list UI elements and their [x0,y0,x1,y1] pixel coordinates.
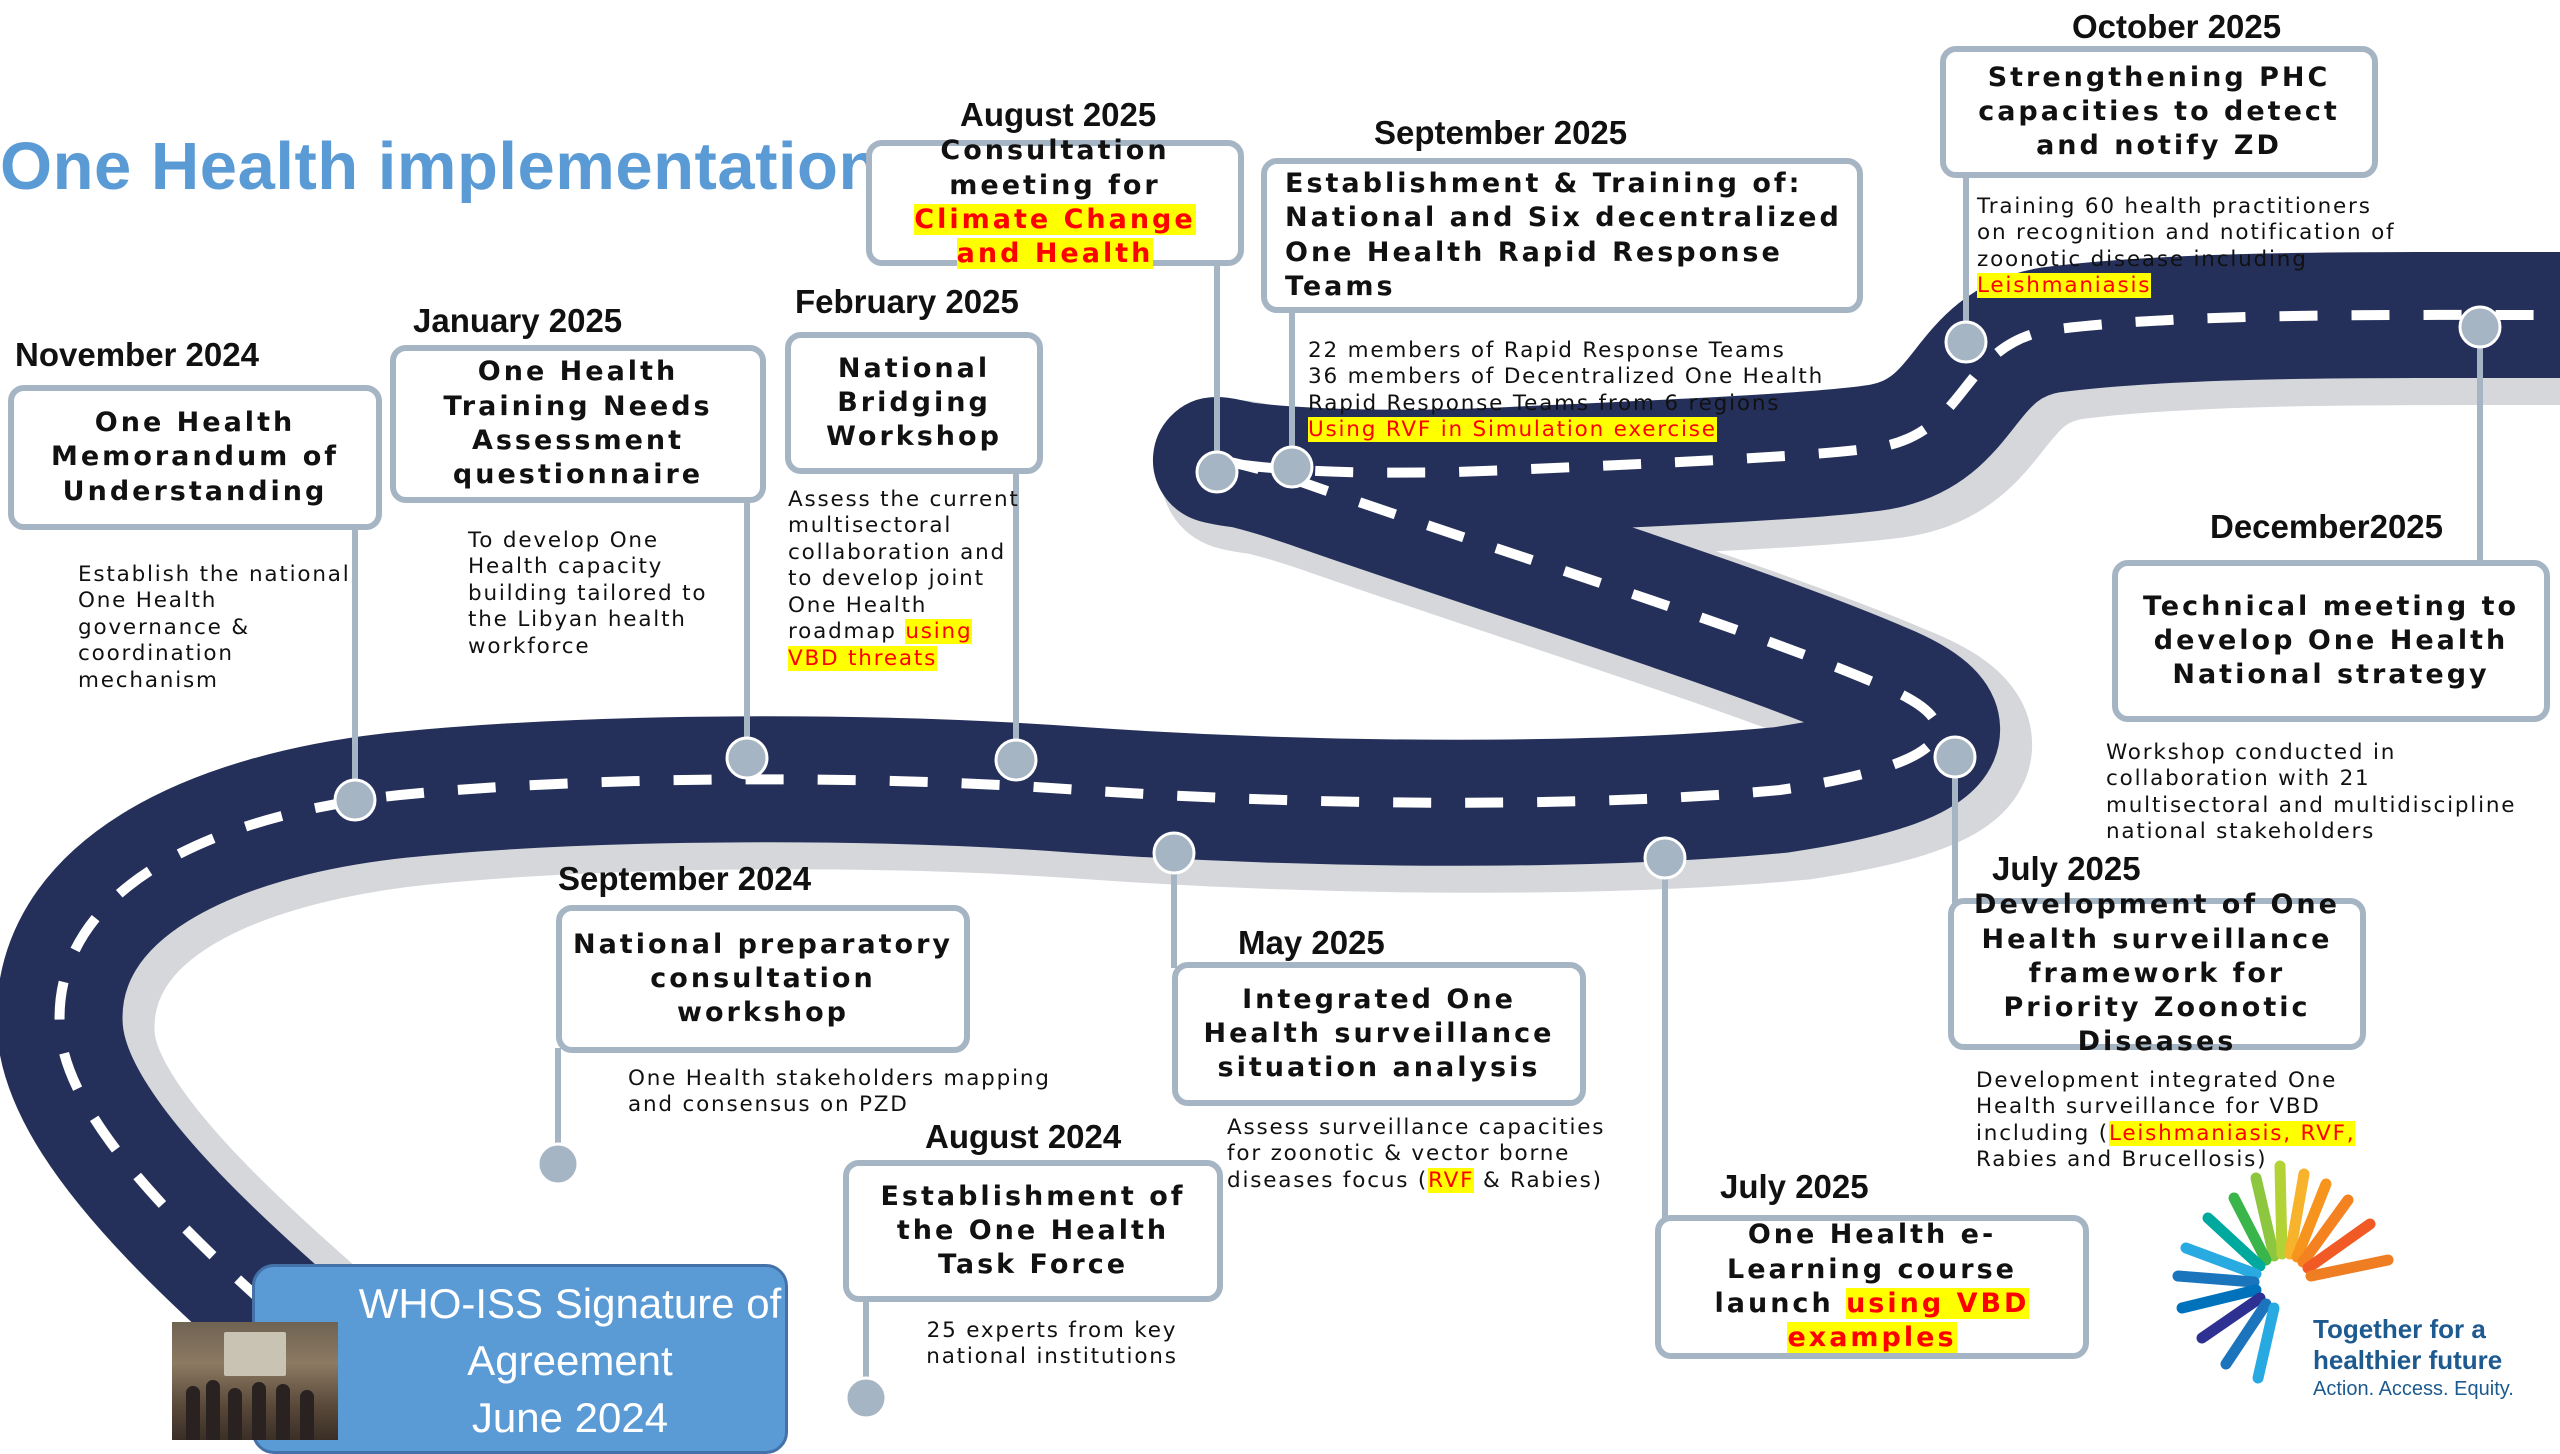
milestone-box: One Health Memorandum of Understanding [8,385,382,530]
milestone-date: January 2025 [413,302,623,339]
milestone-box: One Health Training Needs Assessment que… [390,345,766,503]
milestone-box: National Bridging Workshop [785,332,1043,474]
marker-aug-2024 [844,1376,888,1420]
milestone-date: February 2025 [795,283,1019,320]
milestone-date: September 2025 [1374,114,1628,151]
milestone-description: One Health stakeholders mapping and cons… [628,1066,1051,1118]
milestone-box: National preparatory consultation worksh… [556,905,970,1053]
milestone-box: Strengthening PHC capacities to detect a… [1940,46,2378,178]
milestone-date: August 2024 [925,1118,1122,1155]
marker-sep-2025 [1270,445,1314,489]
logo-line-1: Together for a [2313,1314,2486,1344]
milestone-box: Integrated One Health surveillance situa… [1172,962,1586,1106]
milestone-description: Workshop conducted in collaboration with… [2106,740,2517,845]
marker-feb-2025 [994,738,1038,782]
milestone-description: To develop One Health capacity building … [468,528,708,659]
page-title: One Health implementation [0,129,880,204]
milestone-date: July 2025 [1992,850,2141,887]
milestone-date: October 2025 [2072,8,2282,45]
marker-sep-2024 [536,1142,580,1186]
marker-oct-2025 [1944,320,1988,364]
logo-line-3: Action. Access. Equity. [2313,1378,2514,1401]
marker-aug-2025 [1195,450,1239,494]
marker-may-2025 [1152,831,1196,875]
signing-photo [172,1322,338,1440]
sun-logo-icon [2172,1160,2394,1384]
marker-dec-2025 [2458,305,2502,349]
milestone-description: Establish the national One Health govern… [78,562,351,693]
milestone-description: Assess surveillance capacities for zoono… [1227,1115,1606,1193]
milestone-description: 22 members of Rapid Response Teams 36 me… [1308,338,1825,443]
milestone-box: Establishment of the One Health Task For… [843,1160,1223,1302]
milestone-date: May 2025 [1238,924,1385,961]
marker-jul-2025-surveillance [1933,735,1977,779]
logo-text: Together for a healthier future Action. … [2313,1314,2514,1402]
milestone-markers [333,305,2502,1420]
milestone-box: Development of One Health surveillance f… [1948,889,2366,1057]
milestone-description: Assess the current multisectoral collabo… [788,487,1020,671]
milestone-date: November 2024 [15,336,259,373]
logo-line-2: healthier future [2313,1345,2503,1376]
marker-nov-2024 [333,778,377,822]
milestone-description: 25 experts from key national institution… [926,1318,1178,1370]
marker-jul-2025-elearning [1643,836,1687,880]
milestone-box: One Health e-Learning course launch usin… [1655,1215,2089,1359]
milestone-box: Technical meeting to develop One Health … [2112,560,2550,722]
milestone-description: Development integrated One Health survei… [1976,1068,2356,1173]
signature-line-2: Agreement [467,1337,673,1385]
road-center-line [54,309,2560,1440]
milestone-box: Establishment & Training of: National an… [1261,158,1863,313]
signature-line-1: WHO-ISS Signature of [358,1280,782,1327]
signature-banner: WHO-ISS Signature of Agreement June 2024 [252,1264,788,1454]
signature-line-3: June 2024 [471,1394,669,1442]
marker-jan-2025 [725,736,769,780]
milestone-description: Training 60 health practitioners on reco… [1977,194,2396,299]
milestone-date: September 2024 [558,860,812,897]
milestone-box: Consultation meeting for Climate Change … [866,135,1244,270]
milestone-date: August 2025 [960,96,1157,133]
milestone-date: December2025 [2210,508,2443,545]
milestone-date: July 2025 [1720,1168,1869,1205]
